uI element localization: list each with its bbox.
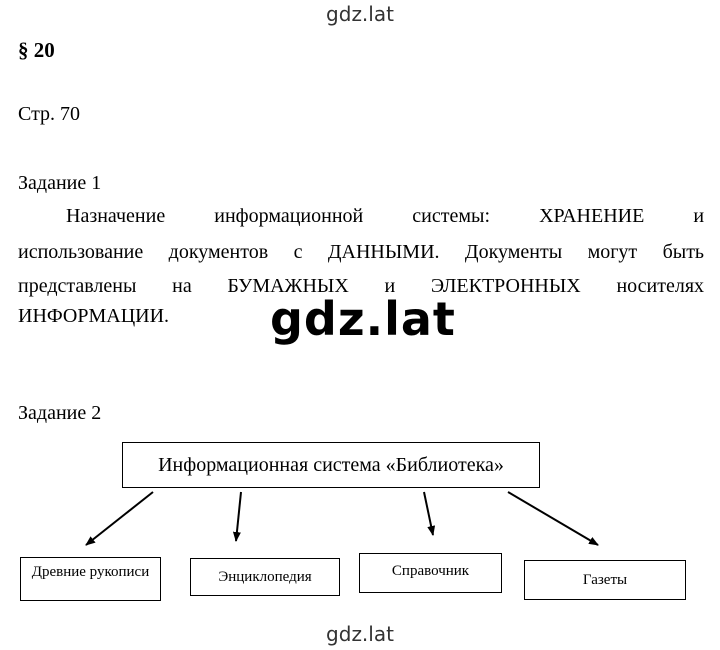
word: и bbox=[693, 205, 705, 227]
word: на bbox=[172, 275, 192, 297]
watermark-bottom: gdz.lat bbox=[326, 622, 394, 646]
word: могут bbox=[587, 241, 638, 263]
section-number: § 20 bbox=[18, 38, 55, 62]
word: использование bbox=[18, 241, 144, 263]
word: ЭЛЕКТРОННЫХ bbox=[430, 275, 581, 297]
word: Документы bbox=[464, 241, 563, 263]
word: представлены bbox=[18, 275, 137, 297]
watermark-center: gdz.lat bbox=[270, 292, 456, 346]
word: ИНФОРМАЦИИ. bbox=[18, 305, 170, 327]
word: и bbox=[384, 275, 396, 297]
page-reference: Стр. 70 bbox=[18, 103, 81, 125]
task-1-line-1: Назначение информационной системы: ХРАНЕ… bbox=[18, 198, 704, 234]
task-1-line-4: ИНФОРМАЦИИ. bbox=[18, 298, 704, 334]
diagram-leaf-ancient-manuscripts: Древние рукописи bbox=[20, 557, 161, 601]
diagram-leaf-reference-book: Справочник bbox=[359, 553, 502, 593]
arrow-to-encyclopedia bbox=[232, 491, 242, 542]
task-1-line-3: представлены на БУМАЖНЫХ и ЭЛЕКТРОННЫХ н… bbox=[18, 268, 704, 304]
diagram-root-box: Информационная система «Библиотека» bbox=[122, 442, 540, 488]
watermark-top: gdz.lat bbox=[326, 2, 394, 26]
word: с bbox=[293, 241, 303, 263]
word: документов bbox=[168, 241, 269, 263]
arrow-to-reference-book bbox=[423, 491, 436, 536]
word: ХРАНЕНИЕ bbox=[539, 205, 645, 227]
task-1-line-2: использование документов с ДАННЫМИ. Доку… bbox=[18, 234, 704, 270]
diagram-leaf-newspapers: Газеты bbox=[524, 560, 686, 600]
word: БУМАЖНЫХ bbox=[227, 275, 349, 297]
arrow-to-newspapers bbox=[507, 491, 599, 546]
task-1-heading: Задание 1 bbox=[18, 172, 102, 194]
word: носителях bbox=[616, 275, 705, 297]
word: Назначение bbox=[66, 205, 166, 227]
diagram-leaf-encyclopedia: Энциклопедия bbox=[190, 558, 340, 596]
arrow-to-ancient-manuscripts bbox=[85, 491, 154, 546]
word: информационной bbox=[214, 205, 364, 227]
word: ДАННЫМИ. bbox=[327, 241, 440, 263]
word: системы: bbox=[412, 205, 491, 227]
word: быть bbox=[662, 241, 705, 263]
task-2-heading: Задание 2 bbox=[18, 402, 102, 424]
